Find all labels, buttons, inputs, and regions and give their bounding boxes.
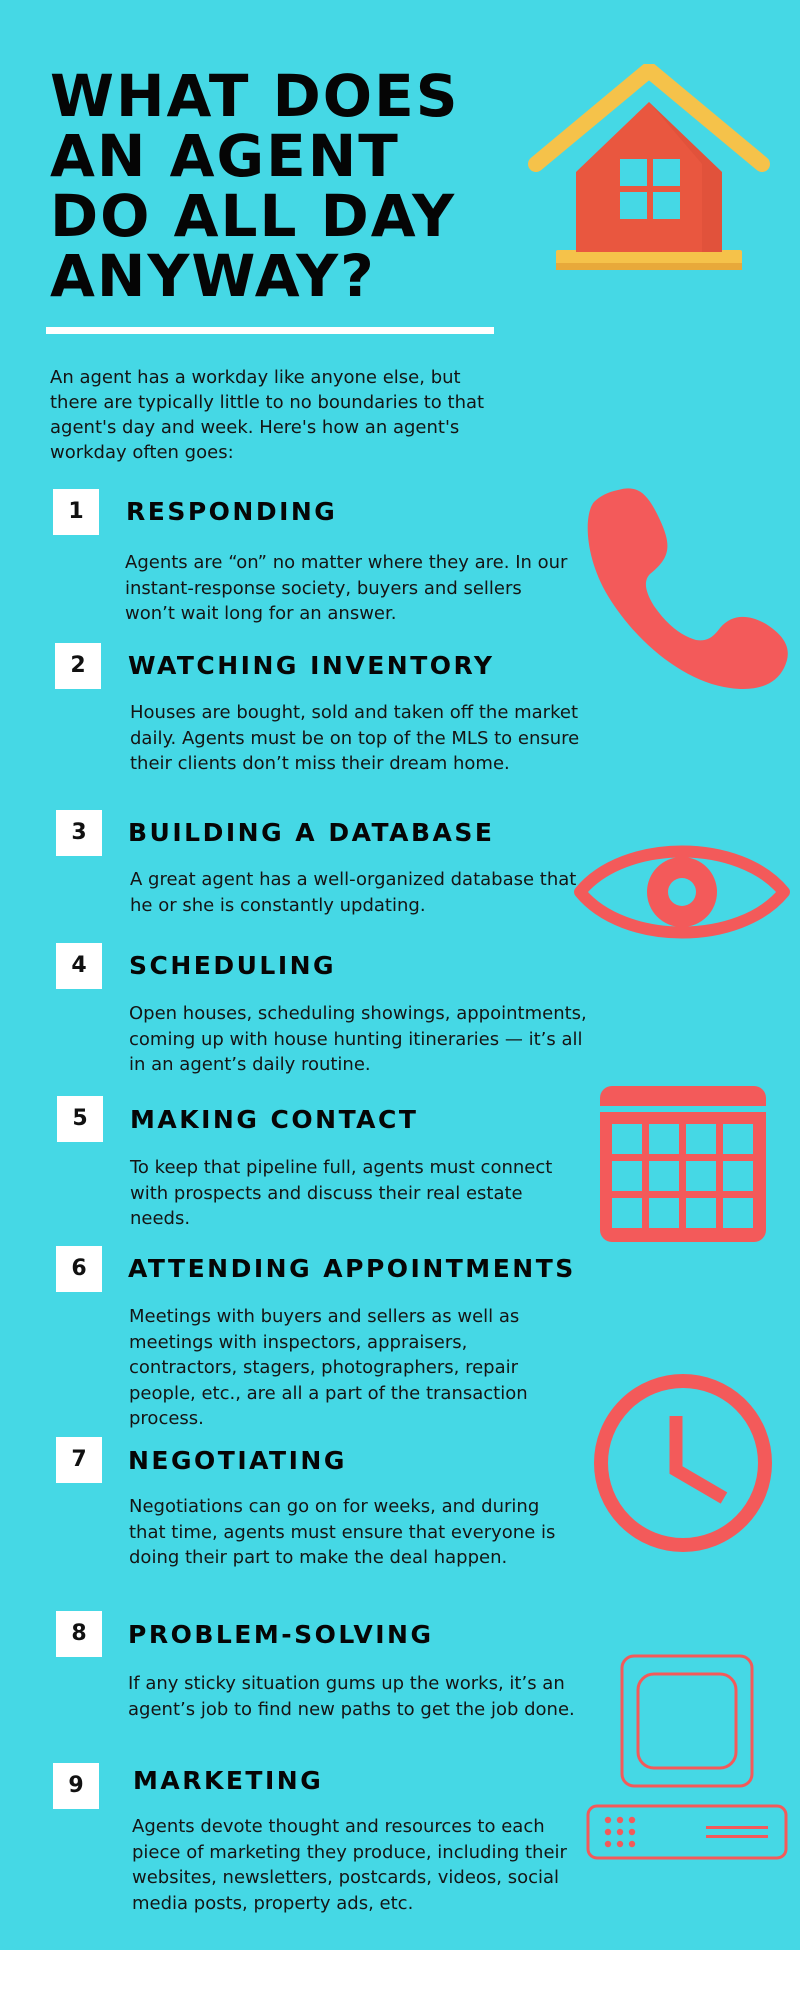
step-description: A great agent has a well-organized datab… [130, 869, 577, 916]
step-description: To keep that pipeline full, agents must … [130, 1157, 553, 1229]
calendar-cell [686, 1198, 716, 1228]
house-icon [528, 64, 770, 270]
calendar-cell [649, 1161, 679, 1191]
calendar-cell [649, 1124, 679, 1154]
clock-icon [594, 1374, 772, 1552]
intro-paragraph: An agent has a workday like anyone else,… [50, 367, 485, 463]
step-number-badge: 5 [57, 1096, 103, 1142]
step-number-badge: 7 [56, 1437, 102, 1483]
calendar-cell [723, 1124, 753, 1154]
title-line: ANYWAY? [50, 242, 376, 310]
step-heading: MARKETING [133, 1766, 324, 1795]
title-line: WHAT DOES [50, 62, 460, 130]
step-description: Agents devote thought and resources to e… [132, 1816, 567, 1914]
step-heading: RESPONDING [126, 497, 338, 526]
step-description: Houses are bought, sold and taken off th… [130, 702, 580, 774]
calendar-cell [723, 1161, 753, 1191]
step-description: If any sticky situation gums up the work… [128, 1673, 575, 1720]
step-heading: MAKING CONTACT [130, 1105, 419, 1134]
calendar-icon [600, 1086, 766, 1242]
step-heading: PROBLEM-SOLVING [128, 1620, 434, 1649]
step-heading: NEGOTIATING [128, 1446, 347, 1475]
page-title: WHAT DOES AN AGENT DO ALL DAY ANYWAY? [50, 66, 510, 306]
step-description: Negotiations can go on for weeks, and du… [129, 1496, 556, 1568]
eye-icon [574, 845, 790, 939]
step-number-badge: 3 [56, 810, 102, 856]
phone-icon [587, 488, 788, 690]
step-heading: WATCHING INVENTORY [128, 651, 495, 680]
step-description: Meetings with buyers and sellers as well… [129, 1306, 528, 1429]
title-divider [46, 327, 494, 334]
step-number-badge: 8 [56, 1611, 102, 1657]
step-number-badge: 9 [53, 1763, 99, 1809]
computer-icon [586, 1654, 788, 1860]
calendar-cell [723, 1198, 753, 1228]
calendar-cell [612, 1198, 642, 1228]
step-description: Agents are “on” no matter where they are… [125, 552, 568, 624]
step-heading: BUILDING A DATABASE [128, 818, 495, 847]
calendar-cell [612, 1161, 642, 1191]
title-line: DO ALL DAY [50, 182, 457, 250]
calendar-cell [649, 1198, 679, 1228]
step-description: Open houses, scheduling showings, appoin… [129, 1003, 587, 1075]
title-line: AN AGENT [50, 122, 400, 190]
step-number-badge: 1 [53, 489, 99, 535]
calendar-cell [612, 1124, 642, 1154]
calendar-cell [686, 1124, 716, 1154]
step-number-badge: 6 [56, 1246, 102, 1292]
step-number-badge: 4 [56, 943, 102, 989]
calendar-cell [686, 1161, 716, 1191]
step-number-badge: 2 [55, 643, 101, 689]
step-heading: ATTENDING APPOINTMENTS [128, 1254, 576, 1283]
infographic-poster: WHAT DOES AN AGENT DO ALL DAY ANYWAY? An… [0, 0, 800, 1950]
step-heading: SCHEDULING [129, 951, 337, 980]
